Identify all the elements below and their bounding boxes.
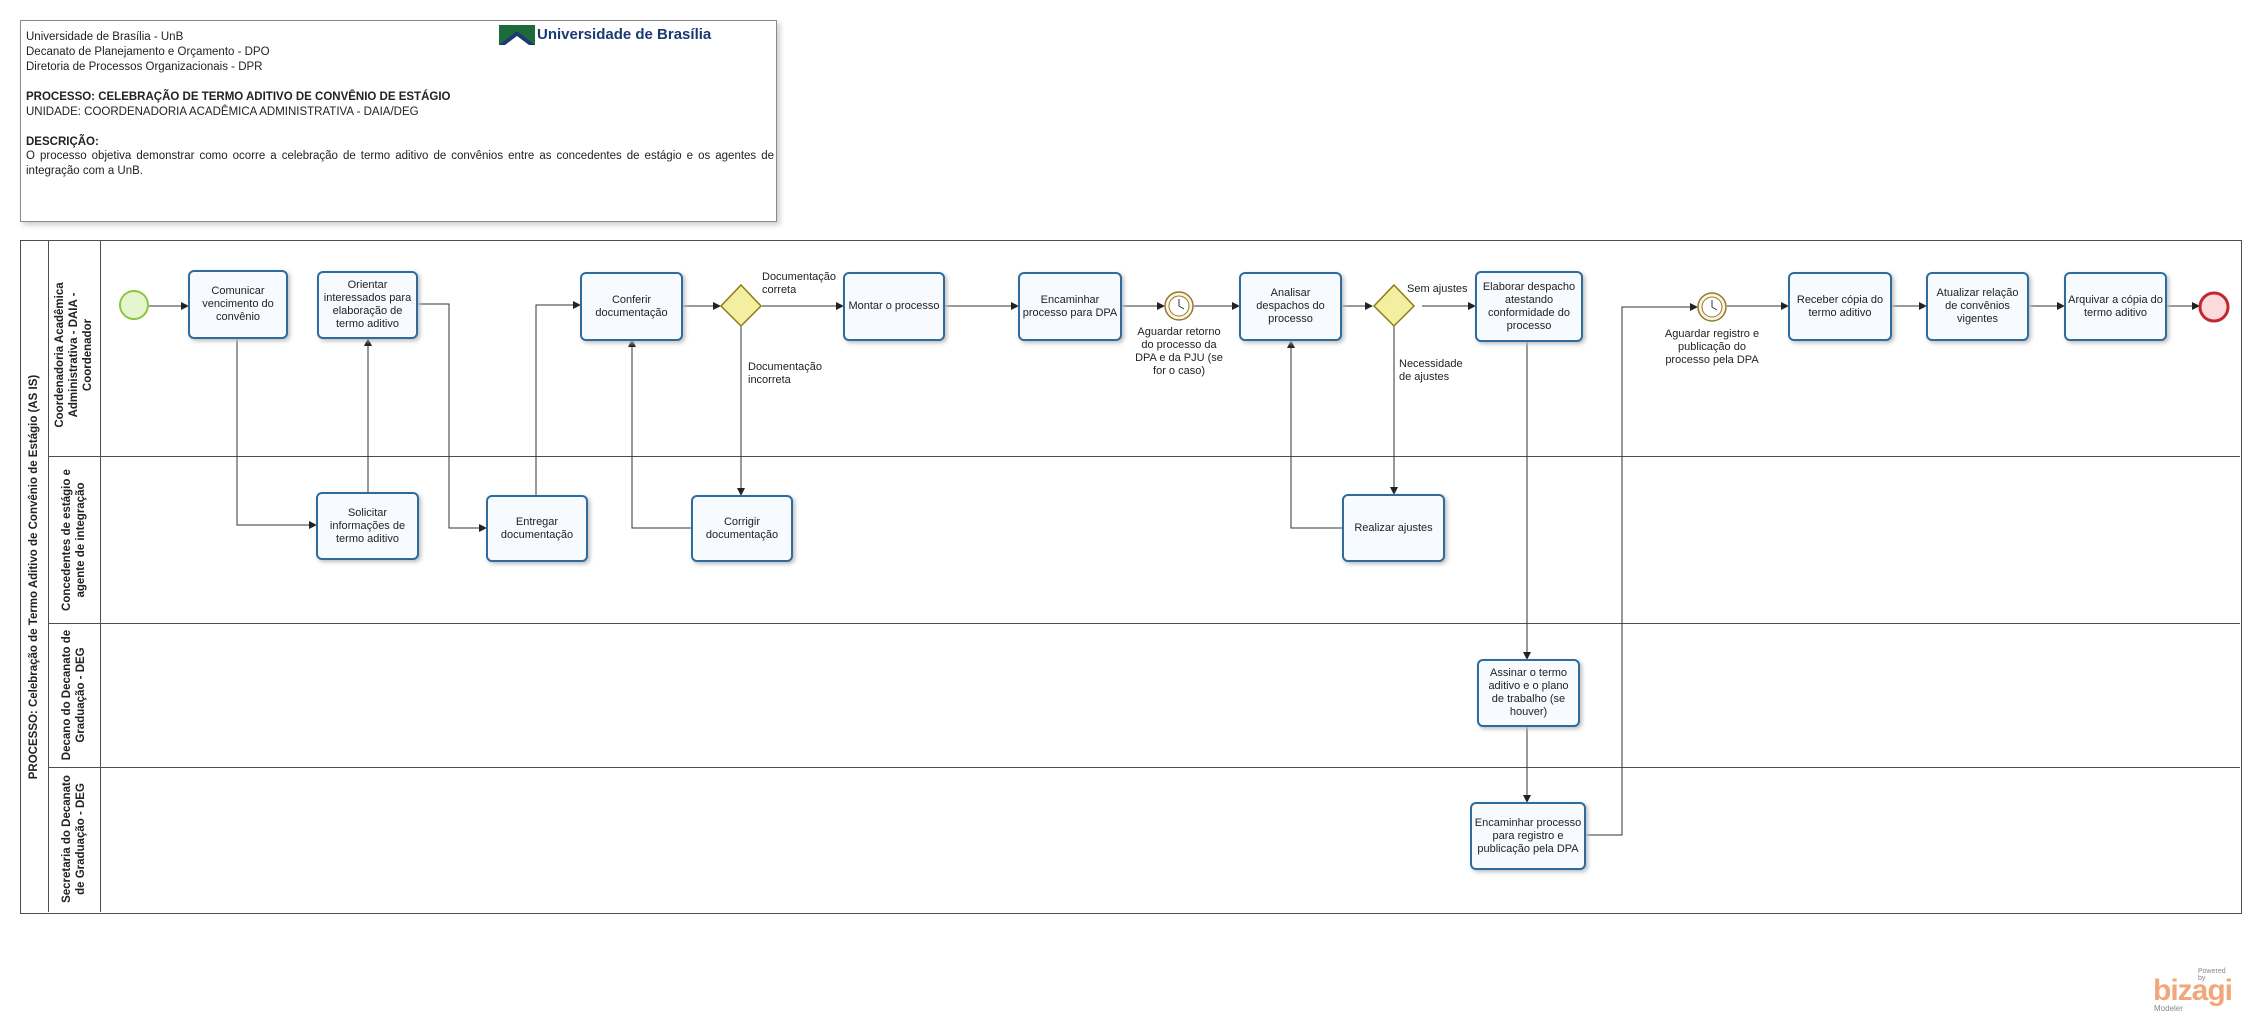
pool <box>20 240 2242 914</box>
unit-title: UNIDADE: COORDENADORIA ACADÊMICA ADMINIS… <box>26 106 419 118</box>
sequence-flow <box>628 339 691 529</box>
lane-label-secretaria: Secretaria do Decanato de Graduação - DE… <box>48 767 101 912</box>
lane-separator <box>48 456 2240 457</box>
sequence-flow <box>236 339 317 529</box>
lane-label-coordenadoria: Coordenadoria Acadêmica Administrativa -… <box>48 240 101 456</box>
lane-label-decano: Decano do Decanato de Graduação - DEG <box>48 623 101 767</box>
description-title: DESCRIÇÃO: <box>26 136 99 148</box>
sequence-flow <box>1584 303 1698 836</box>
header-line-2: Decanato de Planejamento e Orçamento - D… <box>26 46 270 58</box>
task-orientar-interessados[interactable]: Orientar interessados para elaboração de… <box>317 271 418 339</box>
timer-event-1 <box>1164 291 1194 321</box>
gateway-doc <box>719 283 763 328</box>
description-text: O processo objetiva demonstrar como ocor… <box>26 150 774 177</box>
header-line-1: Universidade de Brasília - UnB <box>26 31 184 43</box>
label-documentacao-correta: Documentação correta <box>762 271 836 296</box>
task-elaborar-despacho[interactable]: Elaborar despacho atestando conformidade… <box>1475 271 1583 342</box>
label-necessidade-ajustes: Necessidade de ajustes <box>1399 358 1463 383</box>
label-sem-ajustes: Sem ajustes <box>1407 283 1468 295</box>
logo-text: Universidade de Brasília <box>537 26 712 43</box>
sequence-flow <box>418 303 487 532</box>
sequence-flow <box>1287 340 1342 529</box>
process-title: PROCESSO: CELEBRAÇÃO DE TERMO ADITIVO DE… <box>26 91 451 103</box>
task-corrigir-documentacao[interactable]: Corrigir documentação <box>691 495 793 562</box>
task-receber-copia[interactable]: Receber cópia do termo aditivo <box>1788 272 1892 341</box>
pool-label: PROCESSO: Celebração de Termo Aditivo de… <box>20 240 49 912</box>
lane-label-concedentes: Concedentes de estágio e agente de integ… <box>48 456 101 623</box>
task-entregar-documentacao[interactable]: Entregar documentação <box>486 495 588 562</box>
bizagi-wordmark: bizagi <box>2153 974 2233 1007</box>
header-line-3: Diretoria de Processos Organizacionais -… <box>26 61 263 73</box>
unb-logo-icon <box>499 25 535 45</box>
task-conferir-documentacao[interactable]: Conferir documentação <box>580 272 683 341</box>
bizagi-logo: Powered by bizagi Modeler <box>2150 968 2233 1013</box>
sequence-flow <box>535 301 581 495</box>
task-analisar-despachos[interactable]: Analisar despachos do processo <box>1239 272 1342 341</box>
task-comunicar-vencimento[interactable]: Comunicar vencimento do convênio <box>188 270 288 339</box>
bizagi-powered: Powered by <box>2198 968 2226 982</box>
start-event <box>119 290 149 320</box>
label-documentacao-incorreta: Documentação incorreta <box>748 361 822 386</box>
gateway-ajustes <box>1372 283 1416 328</box>
task-arquivar-copia[interactable]: Arquivar a cópia do termo aditivo <box>2064 272 2167 341</box>
task-encaminhar-registro[interactable]: Encaminhar processo para registro e publ… <box>1470 802 1586 870</box>
label-aguardar-registro: Aguardar registro e publicação do proces… <box>1664 328 1760 366</box>
task-encaminhar-dpa[interactable]: Encaminhar processo para DPA <box>1018 272 1122 341</box>
task-montar-processo[interactable]: Montar o processo <box>843 272 945 341</box>
task-solicitar-informacoes[interactable]: Solicitar informações de termo aditivo <box>316 492 419 560</box>
bizagi-modeler: Modeler <box>2154 1004 2183 1013</box>
label-aguardar-retorno: Aguardar retorno do processo da DPA e da… <box>1135 326 1223 377</box>
lane-separator <box>48 623 2240 624</box>
end-event <box>2198 291 2230 323</box>
header-box: Universidade de Brasília - UnB Decanato … <box>20 20 777 222</box>
task-assinar-termo[interactable]: Assinar o termo aditivo e o plano de tra… <box>1477 659 1580 727</box>
task-atualizar-relacao[interactable]: Atualizar relação de convênios vigentes <box>1926 272 2029 341</box>
lane-separator <box>48 767 2240 768</box>
timer-event-2 <box>1697 292 1727 322</box>
task-realizar-ajustes[interactable]: Realizar ajustes <box>1342 494 1445 562</box>
